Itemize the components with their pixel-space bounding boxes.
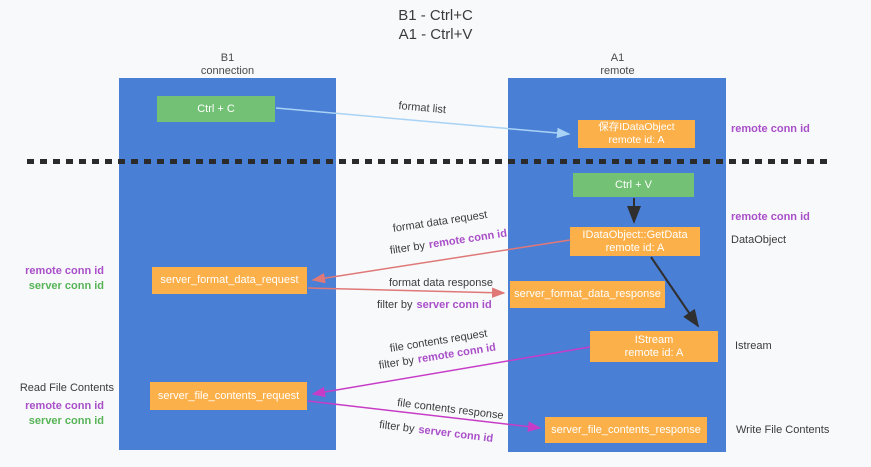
format-list-label: format list (397, 100, 447, 117)
server-format-data-request-label: server_format_data_request (160, 274, 299, 286)
machine-boundary-divider (27, 159, 832, 164)
write-file-contents-label: Write File Contents (736, 424, 830, 436)
right-remote-conn-id-label-2: remote conn id (731, 211, 810, 223)
ctrl-c-node: Ctrl + C (157, 96, 275, 122)
file-contents-response-label: file contents response (396, 397, 505, 422)
format-data-response-label: format data response (389, 277, 493, 289)
istream-line1: IStream (634, 333, 674, 346)
remote-conn-id-keyword: remote conn id (428, 227, 508, 252)
read-file-contents-label: Read File Contents (19, 382, 114, 394)
server-format-data-response-label: server_format_data_response (514, 288, 661, 300)
left-column-title: B1 (220, 52, 235, 64)
right-column-subtitle: remote (600, 65, 635, 77)
istream-line2: remote id: A (624, 346, 684, 359)
istream-side-label: Istream (735, 340, 772, 352)
save-dataobject-line2: remote id: A (608, 134, 665, 146)
server-file-contents-response-node: server_file_contents_response (545, 417, 707, 443)
save-dataobject-node: 保存IDataObject remote id: A (578, 120, 695, 148)
ctrl-v-node: Ctrl + V (573, 173, 694, 197)
left-server-conn-id-label-1: server conn id (28, 280, 104, 292)
ctrl-v-label: Ctrl + V (615, 178, 652, 191)
left-remote-conn-id-label-2: remote conn id (25, 400, 104, 412)
filter-by-text: filter by (378, 354, 415, 372)
filter-by-text: filter by (378, 419, 416, 436)
left-column-subtitle: connection (200, 65, 255, 77)
server-conn-id-keyword: server conn id (416, 299, 492, 311)
filter-by-text: filter by (389, 239, 426, 257)
server-conn-id-keyword: server conn id (417, 423, 494, 445)
server-file-contents-response-label: server_file_contents_response (551, 423, 701, 436)
ctrl-c-label: Ctrl + C (197, 102, 235, 115)
getdata-line2: remote id: A (605, 241, 665, 254)
left-server-conn-id-label-2: server conn id (28, 415, 104, 427)
save-dataobject-line1: 保存IDataObject (598, 121, 675, 133)
right-remote-conn-id-label-1: remote conn id (731, 123, 810, 135)
server-format-data-request-node: server_format_data_request (152, 267, 307, 294)
diagram-title-line1: B1 - Ctrl+C (398, 7, 473, 24)
dataobject-label: DataObject (731, 234, 787, 246)
left-column-header: B1 connection (149, 52, 306, 78)
istream-node: IStream remote id: A (590, 331, 718, 362)
getdata-line1: IDataObject::GetData (582, 228, 688, 241)
server-format-data-response-node: server_format_data_response (510, 281, 665, 308)
getdata-node: IDataObject::GetData remote id: A (570, 227, 700, 256)
filter-by-text: filter by (377, 299, 413, 311)
format-data-request-label: format data request (392, 208, 489, 235)
left-remote-conn-id-label-1: remote conn id (25, 265, 104, 277)
server-file-contents-request-label: server_file_contents_request (157, 389, 300, 402)
server-file-contents-request-node: server_file_contents_request (150, 382, 307, 410)
right-column-title: A1 (610, 52, 625, 64)
right-column-header: A1 remote (539, 52, 696, 78)
diagram-title: B1 - Ctrl+C A1 - Ctrl+V (0, 6, 871, 44)
diagram-title-line2: A1 - Ctrl+V (398, 26, 473, 43)
